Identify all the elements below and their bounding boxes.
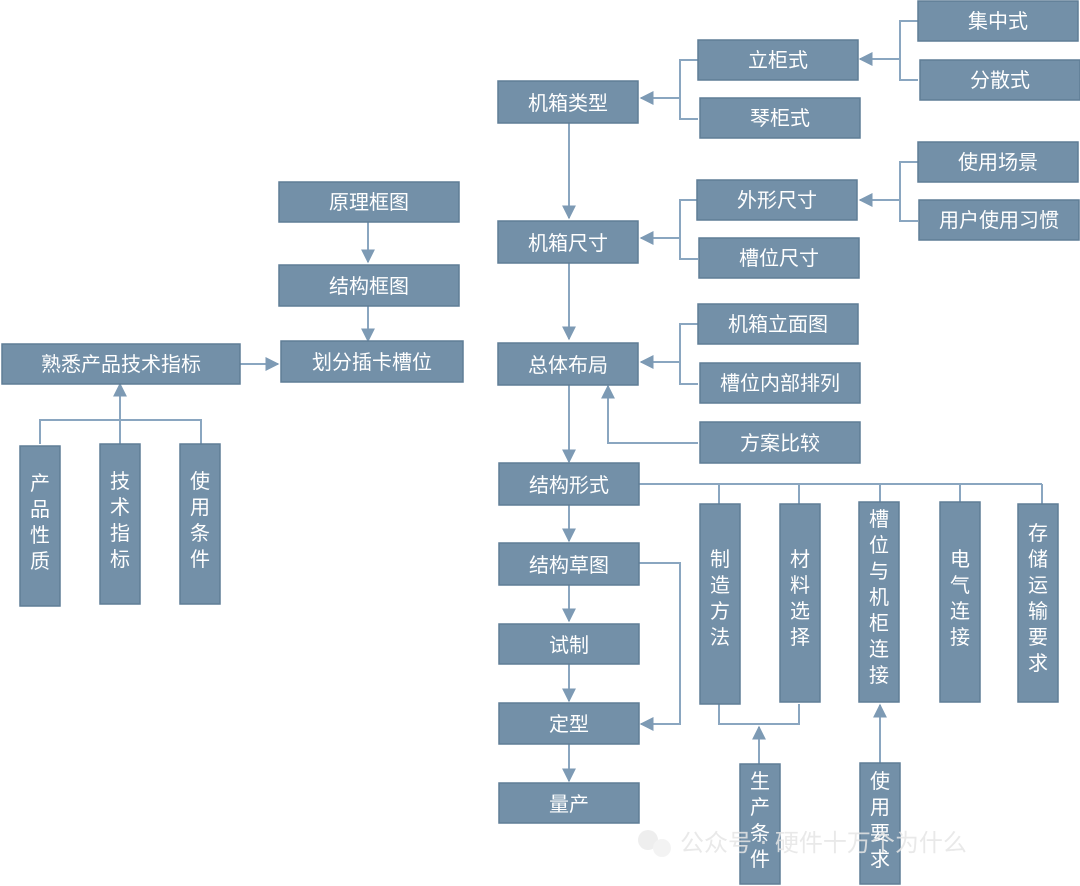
node-structure-block[interactable]: 结构框图	[278, 264, 460, 307]
node-mass-production[interactable]: 量产	[498, 782, 640, 824]
node-vertical-cabinet[interactable]: 立柜式	[697, 39, 859, 81]
svg-text:集中式: 集中式	[968, 9, 1028, 33]
node-use-conditions[interactable]: 使用条件	[179, 443, 221, 605]
node-scheme-compare[interactable]: 方案比较	[699, 421, 861, 464]
wechat-icon	[638, 830, 658, 850]
svg-text:使用要求: 使用要求	[870, 769, 890, 871]
connector-production	[718, 704, 800, 725]
svg-text:立柜式: 立柜式	[748, 48, 808, 72]
svg-text:总体布局: 总体布局	[528, 353, 608, 377]
svg-text:划分插卡槽位: 划分插卡槽位	[312, 350, 432, 374]
svg-text:熟悉产品技术指标: 熟悉产品技术指标	[41, 352, 201, 376]
node-product-nature[interactable]: 产品性质	[19, 445, 61, 607]
svg-text:试制: 试制	[549, 633, 589, 657]
node-finalize[interactable]: 定型	[498, 702, 640, 745]
node-outline-size[interactable]: 外形尺寸	[696, 179, 858, 221]
node-usage-requirements[interactable]: 使用要求	[859, 762, 901, 885]
connector-type-sub	[899, 20, 918, 81]
node-material[interactable]: 材料选择	[779, 503, 821, 703]
node-chassis-size[interactable]: 机箱尺寸	[497, 220, 639, 264]
node-structure-sketch[interactable]: 结构草图	[498, 542, 640, 586]
svg-text:使用条件: 使用条件	[190, 469, 210, 571]
connector-type	[679, 59, 698, 120]
node-trial[interactable]: 试制	[498, 623, 640, 665]
svg-text:定型: 定型	[549, 712, 589, 736]
svg-text:用户使用习惯: 用户使用习惯	[939, 208, 1059, 232]
node-principle-block[interactable]: 原理框图	[278, 181, 460, 223]
svg-text:方案比较: 方案比较	[740, 431, 820, 455]
svg-text:外形尺寸: 外形尺寸	[737, 188, 817, 212]
node-elevation[interactable]: 机箱立面图	[697, 303, 859, 345]
svg-text:结构草图: 结构草图	[529, 553, 609, 577]
node-manufacturing[interactable]: 制造方法	[699, 503, 741, 705]
connector-size-sub	[899, 161, 918, 222]
node-tech-indicators[interactable]: 技术指标	[99, 443, 141, 605]
node-structure-form[interactable]: 结构形式	[498, 462, 640, 506]
node-slot-division[interactable]: 划分插卡槽位	[280, 340, 464, 383]
arrow-sketch-to-final	[639, 562, 681, 731]
node-centralized[interactable]: 集中式	[917, 0, 1079, 42]
node-use-scenario[interactable]: 使用场景	[917, 141, 1079, 183]
connector-layout	[679, 323, 698, 385]
svg-text:产品性质: 产品性质	[30, 471, 50, 573]
node-production-conditions[interactable]: 生产条件	[739, 763, 781, 885]
svg-text:机箱类型: 机箱类型	[528, 91, 608, 115]
svg-text:分散式: 分散式	[970, 68, 1030, 92]
svg-text:机箱尺寸: 机箱尺寸	[528, 231, 608, 255]
svg-text:电气连接: 电气连接	[950, 547, 970, 649]
svg-text:槽位内部排列: 槽位内部排列	[720, 371, 840, 395]
svg-text:量产: 量产	[549, 792, 589, 816]
svg-text:琴柜式: 琴柜式	[750, 106, 810, 130]
svg-text:槽位尺寸: 槽位尺寸	[739, 246, 819, 270]
node-slot-size[interactable]: 槽位尺寸	[698, 237, 860, 279]
svg-text:技术指标: 技术指标	[110, 469, 130, 571]
node-slot-arrangement[interactable]: 槽位内部排列	[699, 362, 861, 404]
svg-text:生产条件: 生产条件	[750, 769, 770, 871]
svg-text:槽位与机柜连接: 槽位与机柜连接	[869, 507, 889, 687]
svg-text:原理框图: 原理框图	[329, 190, 409, 214]
svg-text:使用场景: 使用场景	[958, 150, 1038, 174]
svg-text:存储运输要求: 存储运输要求	[1028, 521, 1048, 675]
svg-text:结构形式: 结构形式	[529, 473, 609, 497]
node-piano-cabinet[interactable]: 琴柜式	[699, 97, 861, 139]
node-familiarize[interactable]: 熟悉产品技术指标	[1, 343, 241, 385]
connectors	[39, 20, 1043, 783]
node-chassis-type[interactable]: 机箱类型	[497, 80, 639, 124]
svg-text:制造方法: 制造方法	[710, 547, 730, 649]
svg-text:公众号 · 硬件十万个为什么: 公众号 · 硬件十万个为什么	[680, 829, 967, 857]
svg-text:材料选择: 材料选择	[790, 547, 810, 649]
node-slot-cabinet-conn[interactable]: 槽位与机柜连接	[858, 501, 900, 703]
node-distributed[interactable]: 分散式	[919, 59, 1080, 101]
node-electrical[interactable]: 电气连接	[939, 501, 981, 703]
watermark: 公众号 · 硬件十万个为什么	[638, 829, 967, 857]
connector-form-bus	[639, 483, 1043, 504]
arrow-compare-to-layout	[601, 384, 698, 444]
svg-text:机箱立面图: 机箱立面图	[728, 312, 828, 336]
node-storage-transport[interactable]: 存储运输要求	[1017, 503, 1059, 703]
node-user-habits[interactable]: 用户使用习惯	[918, 199, 1080, 241]
svg-text:结构框图: 结构框图	[329, 274, 409, 298]
connector-size	[679, 199, 698, 260]
node-overall-layout[interactable]: 总体布局	[497, 342, 639, 386]
